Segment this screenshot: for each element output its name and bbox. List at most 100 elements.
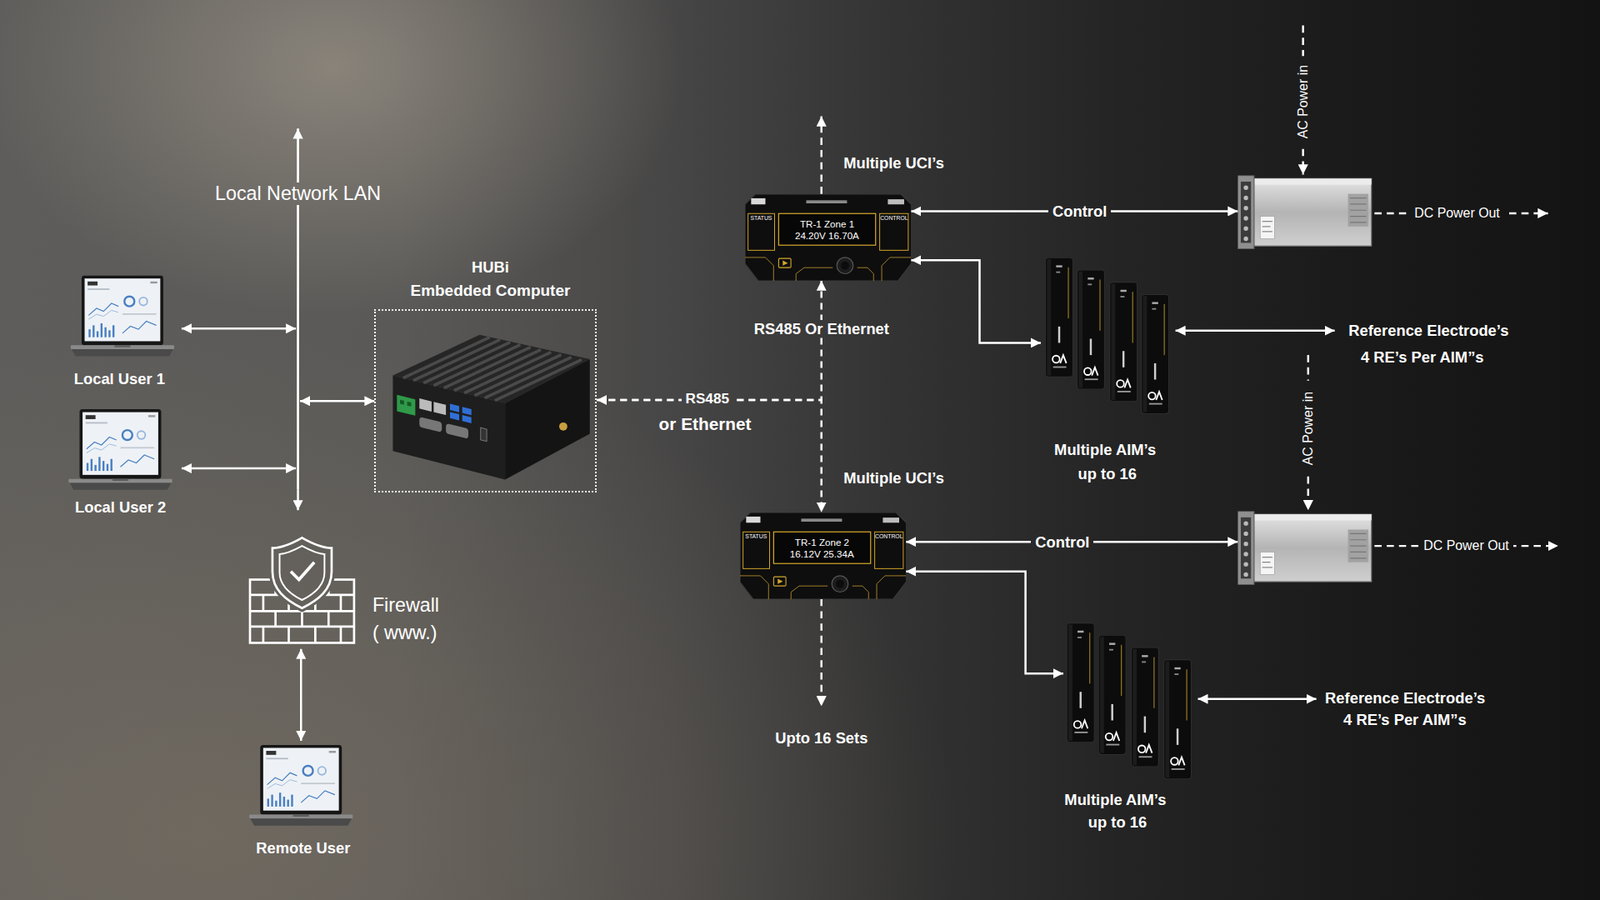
bus-note: Multiple UCI’s [843, 154, 945, 172]
aim-module-picture [1098, 635, 1126, 755]
uci-housing-part [778, 258, 791, 268]
uci-housing-part [851, 585, 869, 600]
aim-module-picture [1130, 647, 1159, 767]
uci-housing-part [740, 575, 769, 600]
uci-housing-part [745, 516, 760, 523]
uci-housing-part [773, 531, 870, 564]
uci-housing-part [745, 194, 912, 281]
embedded-computer-picture [445, 423, 469, 440]
uci-housing-part [881, 257, 912, 281]
power-line [1303, 25, 1559, 546]
edge-label: Control [1030, 533, 1094, 551]
firewall-icon [262, 595, 265, 612]
firewall-icon [340, 626, 343, 644]
aim-module-picture [1066, 623, 1095, 743]
uci-housing-part [740, 512, 907, 600]
uci-housing-part [742, 531, 770, 569]
ac-input-label: AC Power in [1300, 391, 1316, 465]
embedded-computer-picture [392, 335, 590, 480]
embedded-computer-picture [495, 360, 582, 401]
user-label: Remote User [255, 839, 350, 857]
power-line [1307, 355, 1310, 381]
laptop-icon [68, 275, 353, 826]
aim-module-group: Multiple AIM’sup to 16 [1063, 617, 1199, 783]
uci-bus-extension [820, 599, 822, 707]
uci-housing-part [857, 267, 875, 281]
uci-housing-part [831, 575, 849, 593]
electrode-label: Reference Electrode’s [1325, 689, 1485, 707]
power-line [1307, 476, 1310, 510]
firewall-icon [250, 580, 355, 644]
dc-output-label: DC Power Out [1410, 205, 1505, 221]
embedded-computer-picture [407, 401, 412, 407]
firewall-icon [300, 580, 304, 595]
embedded-computer-picture [400, 400, 405, 405]
bus-note: Upto 16 Sets [775, 729, 868, 747]
connector [181, 467, 296, 470]
aim-module-picture [1110, 282, 1138, 402]
remote-user-laptop: Remote User [240, 740, 365, 861]
aim-module-picture [1045, 257, 1191, 780]
electrode-label: Reference Electrode’s [1348, 321, 1509, 340]
uci-housing-part [750, 198, 765, 205]
connector [296, 490, 300, 510]
uci-housing-part [882, 517, 900, 523]
embedded-computer-picture [419, 398, 432, 412]
user-label: Local User 2 [75, 498, 166, 516]
firewall-icon [280, 545, 325, 600]
uci-housing-part [790, 585, 828, 600]
screen-zone: TR-1 Zone 2 [795, 536, 850, 548]
edge-label: RS485 [681, 390, 734, 408]
power-supply-picture [1237, 175, 1371, 585]
connector [181, 327, 296, 330]
firewall-label: Firewall [372, 594, 440, 617]
lan-bus: Local Network LAN [295, 130, 300, 490]
aim-module-picture [1164, 660, 1192, 780]
power-line [1301, 149, 1304, 175]
firewall-icon [290, 562, 315, 580]
uci-housing-part [777, 578, 783, 584]
uci-housing-part [879, 213, 908, 250]
firewall-icon [262, 626, 265, 644]
reference-electrodes: Reference Electrode’s4 RE’s Per AIM”s [1335, 317, 1523, 371]
dc-output-label: DC Power Out [1419, 538, 1514, 554]
uci-housing-part [835, 580, 845, 589]
network-label: Local Network LAN [210, 182, 385, 205]
uci-housing-part [782, 260, 788, 265]
power-supply-picture [1237, 175, 1371, 250]
firewall-icon [340, 595, 343, 612]
uci-bus-extension [820, 116, 822, 195]
edge-label: RS485 Or Ethernet [750, 320, 894, 338]
uci-housing-part [800, 518, 842, 522]
screen-reading: 16.12V 25.34A [790, 548, 855, 560]
uci-controller: STATUSTR-1 Zone 216.12V 25.34ACONTROL [740, 512, 907, 600]
embedded-computer-picture [403, 337, 582, 401]
embedded-computer-picture [462, 406, 472, 415]
firewall-icon [327, 610, 330, 626]
embedded-computer-picture [559, 422, 568, 431]
aim-module-picture [1141, 294, 1170, 414]
connector [910, 260, 1041, 343]
electrode-count: 4 RE’s Per AIM”s [1343, 710, 1467, 729]
firewall-icon [287, 626, 290, 644]
power-supply-picture [1237, 510, 1371, 585]
firewall-icon [272, 537, 332, 608]
connector [1175, 329, 1335, 332]
firewall-icon [314, 595, 317, 612]
embedded-computer-picture [396, 395, 415, 416]
ac-input-label: AC Power in [1295, 65, 1311, 139]
reference-electrodes: Reference Electrode’s 4 RE’s Per AIM”s [1316, 685, 1499, 735]
firewall-icon [250, 580, 355, 644]
control-label: CONTROL [875, 533, 903, 540]
uci-controller: STATUSTR-1 Zone 124.20V 16.70ACONTROL [745, 194, 912, 281]
power-supply: AC Power inDC Power Out [1237, 175, 1373, 250]
uci-housing-part [748, 213, 775, 250]
embedded-computer-picture [480, 427, 487, 441]
group-count: up to 16 [1078, 465, 1137, 483]
uci-housing-part [795, 267, 833, 281]
firewall-note: ( www.) [372, 621, 438, 645]
